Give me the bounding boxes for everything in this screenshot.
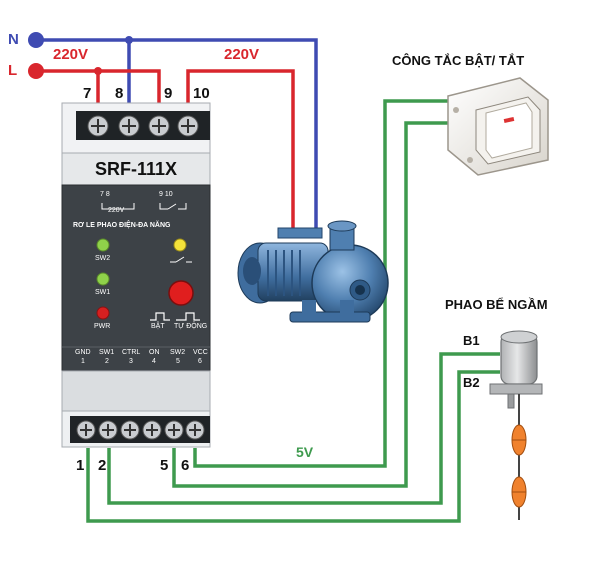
screw-icon: [185, 420, 205, 440]
pin-1-number: 1: [81, 358, 85, 365]
line-label: L: [8, 62, 18, 79]
float-wire-b2: [86, 370, 500, 523]
line-terminal: [28, 63, 44, 79]
pin-4-number: 4: [152, 358, 156, 365]
pin-vcc-label: VCC: [193, 349, 208, 356]
pump-voltage-label: 220V: [224, 46, 260, 63]
neutral-terminal: [28, 32, 44, 48]
float-wire-b1: [107, 352, 500, 505]
panel-left-numbers: 7 8: [100, 191, 110, 198]
screw-icon: [87, 115, 109, 137]
screw-icon: [76, 420, 96, 440]
switch-wire-vcc: [193, 99, 453, 468]
relay-device: [61, 102, 211, 448]
screw-icon: [120, 420, 140, 440]
relay-led: [173, 238, 187, 252]
float-b2-label: B2: [463, 375, 480, 390]
switch-wire-sw2: [172, 121, 453, 488]
pin-ctrl-label: CTRL: [122, 349, 141, 356]
device-model: SRF-111X: [94, 159, 178, 179]
wall-switch-icon: [447, 77, 549, 176]
terminal-5-label: 5: [160, 457, 169, 474]
panel-right-numbers: 9 10: [159, 191, 173, 198]
bat-label: BẬT: [151, 323, 165, 330]
sw1-led: [96, 272, 110, 286]
bottom-terminal-block: [76, 420, 205, 440]
supply-voltage-label: 220V: [53, 46, 89, 63]
terminal-2-label: 2: [98, 457, 107, 474]
line-junction: [94, 67, 102, 75]
float-b1-label: B1: [463, 333, 480, 348]
pin-6-number: 6: [198, 358, 202, 365]
water-pump-icon: [237, 220, 389, 323]
screw-icon: [98, 420, 118, 440]
pwr-label: PWR: [94, 323, 111, 330]
manual-on-button[interactable]: [168, 280, 194, 306]
pin-sw1-label: SW1: [99, 349, 115, 356]
sw1-label: SW1: [95, 289, 111, 296]
terminal-9-label: 9: [164, 85, 173, 102]
terminal-10-label: 10: [193, 85, 210, 102]
panel-left-voltage: 220V: [108, 207, 125, 214]
line-wire: [40, 69, 161, 104]
panel-title: RƠ LE PHAO ĐIỆN-ĐA NĂNG: [73, 222, 171, 229]
terminal-8-label: 8: [115, 85, 124, 102]
float-switch-icon: [489, 330, 543, 520]
pwr-led: [96, 306, 110, 320]
signal-voltage-label: 5V: [296, 444, 314, 460]
screw-icon: [148, 115, 170, 137]
float-label: PHAO BỂ NGẦM: [445, 297, 548, 312]
switch-label: CÔNG TẮC BẬT/ TẮT: [392, 53, 525, 68]
sw2-label: SW2: [95, 255, 111, 262]
top-terminal-block: [87, 115, 199, 137]
screw-icon: [177, 115, 199, 137]
sw2-led: [96, 238, 110, 252]
neutral-label: N: [8, 31, 19, 48]
screw-icon: [164, 420, 184, 440]
terminal-1-label: 1: [76, 457, 85, 474]
terminal-6-label: 6: [181, 457, 190, 474]
screw-icon: [142, 420, 162, 440]
switch-symbol-icon: [170, 256, 192, 263]
screw-icon: [118, 115, 140, 137]
pin-5-number: 5: [176, 358, 180, 365]
pin-gnd-label: GND: [75, 349, 91, 356]
pin-sw2-label: SW2: [170, 349, 186, 356]
tu-dong-label: TỰ ĐỘNG: [174, 323, 208, 330]
toggle-symbol-icon: [176, 312, 200, 321]
pin-2-number: 2: [105, 358, 109, 365]
panel-terminal-diagram: [101, 203, 187, 210]
button-symbol-icon: [150, 312, 170, 321]
pin-on-label: ON: [149, 349, 160, 356]
pump-live-wire: [186, 69, 295, 233]
pin-3-number: 3: [129, 358, 133, 365]
neutral-junction: [125, 36, 133, 44]
terminal-7-label: 7: [83, 85, 92, 102]
